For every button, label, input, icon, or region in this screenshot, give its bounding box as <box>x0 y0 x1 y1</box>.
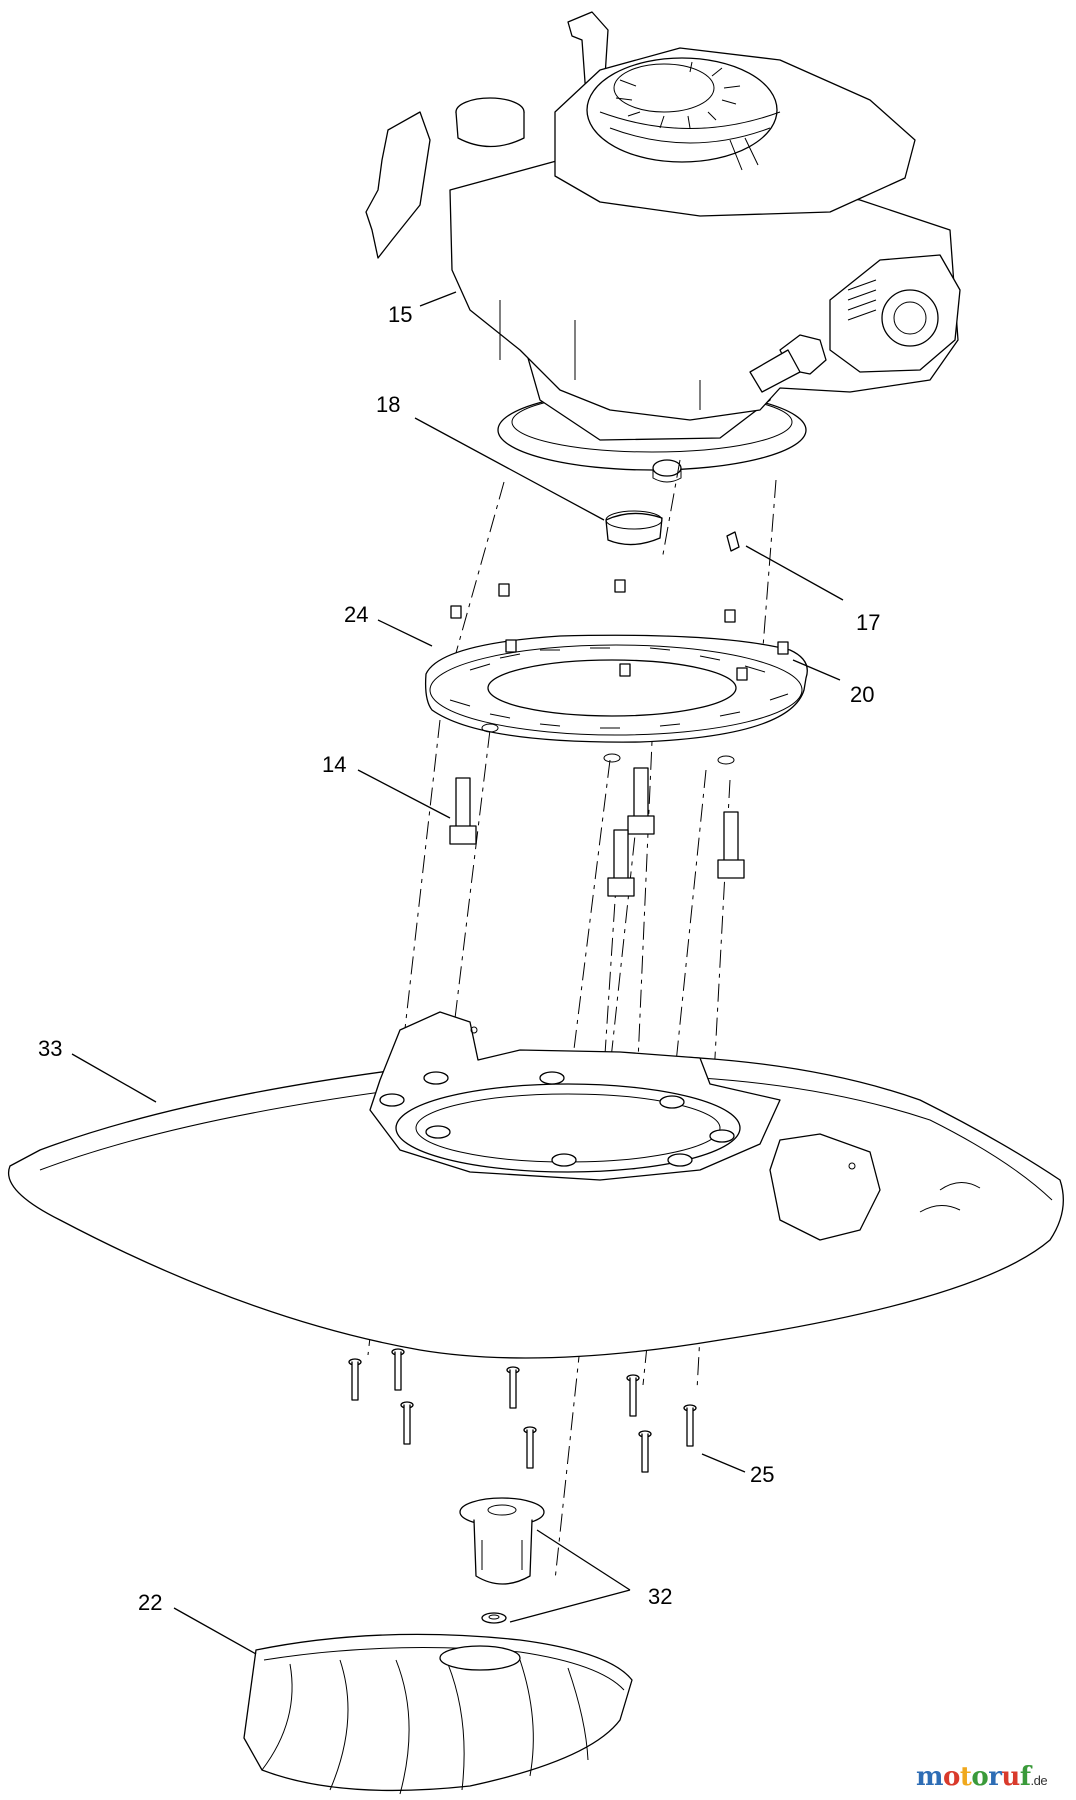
watermark-letter: u <box>1001 1762 1020 1792</box>
watermark-letter: f <box>1019 1762 1031 1792</box>
leader-lines <box>71 291 844 1655</box>
bolts-part-14 <box>449 767 745 897</box>
watermark-letter: r <box>988 1762 1002 1792</box>
plate-studs <box>450 579 789 681</box>
watermark-letter: m <box>916 1762 944 1792</box>
callout-17: 17 <box>856 610 880 635</box>
screws-part-25 <box>348 1348 697 1473</box>
callout-14: 14 <box>322 752 346 777</box>
cap-part-18 <box>605 510 663 546</box>
watermark-letters: motoruf <box>916 1762 1031 1792</box>
key-part-17 <box>726 531 740 552</box>
callout-22: 22 <box>138 1590 162 1615</box>
watermark-letter: o <box>943 1762 960 1792</box>
callout-15: 15 <box>388 302 412 327</box>
callout-25: 25 <box>750 1462 774 1487</box>
callout-24: 24 <box>344 602 368 627</box>
callout-32: 32 <box>648 1584 672 1609</box>
callout-20: 20 <box>850 682 874 707</box>
plate-part-24 <box>424 579 808 765</box>
watermark-tld: .de <box>1030 1773 1048 1788</box>
engine-part-15 <box>365 11 961 483</box>
callout-18: 18 <box>376 392 400 417</box>
callouts: 15 18 17 24 20 14 33 25 32 22 <box>38 302 880 1615</box>
callout-33: 33 <box>38 1036 62 1061</box>
watermark-letter: o <box>971 1762 989 1792</box>
adapter-part-32 <box>459 1497 545 1624</box>
motoruf-watermark-logo: motoruf.de <box>916 1762 1048 1792</box>
fan-part-22 <box>243 1633 633 1795</box>
deck-part-33 <box>8 1011 1064 1359</box>
watermark-letter: t <box>959 1762 972 1792</box>
